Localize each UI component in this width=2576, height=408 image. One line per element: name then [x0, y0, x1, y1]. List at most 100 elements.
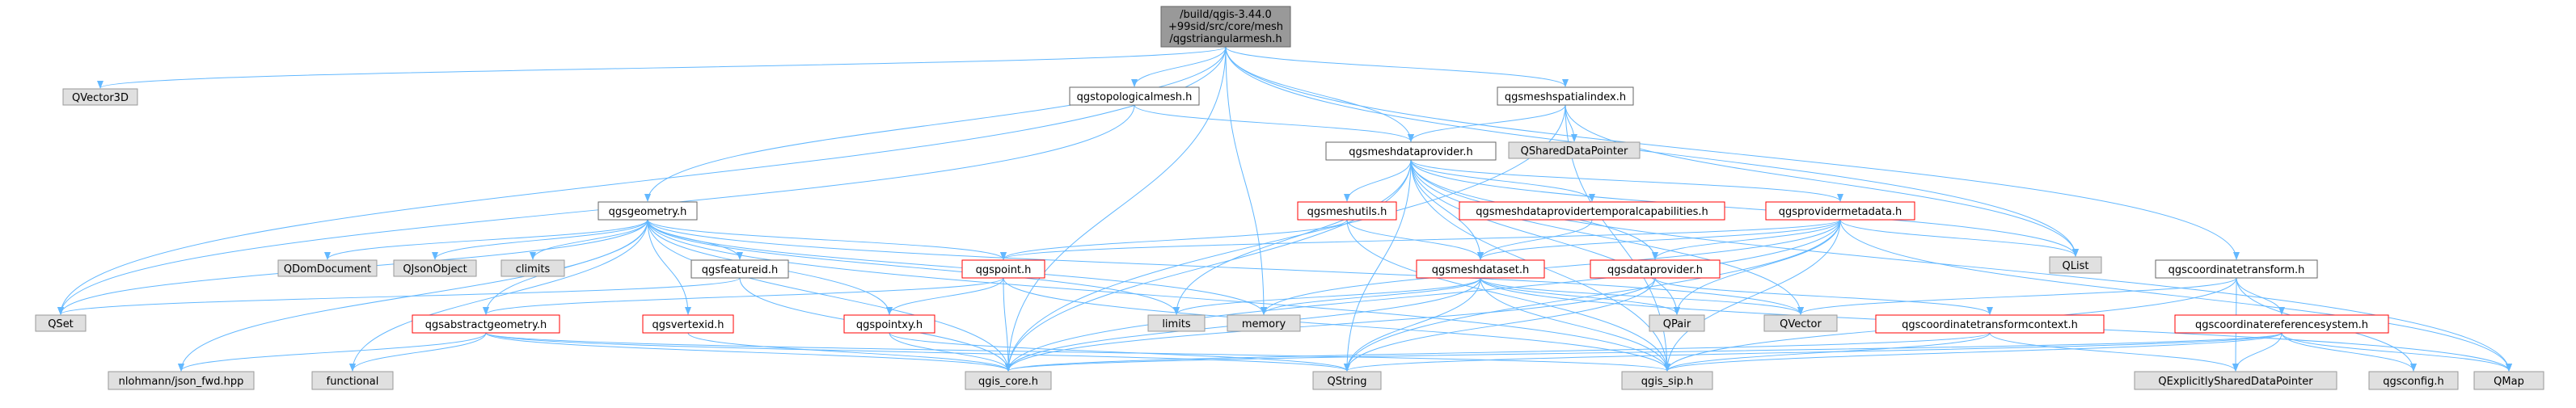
node-qvector3d: QVector3D	[62, 88, 138, 106]
node-box	[2473, 371, 2544, 390]
node-qgscoordinatetransform[interactable]: qgscoordinatetransform.h	[2155, 259, 2318, 279]
edge-root-to-qset	[57, 46, 1227, 315]
node-label: qgsmeshutils.h	[1307, 206, 1387, 218]
node-label: QList	[2063, 260, 2089, 272]
node-label: QVector3D	[72, 92, 129, 104]
edge-qgsabstractgeometry-to-qstring	[485, 332, 1350, 372]
node-qgsgeometry[interactable]: qgsgeometry.h	[598, 201, 698, 221]
node-label: qgsgeometry.h	[609, 206, 687, 218]
edge-qgscoordinatetransformcontext-to-qgis_sip	[1664, 332, 1991, 372]
edge-qgscoordinatetransform-to-qgscoordinatereferencesystem	[2236, 277, 2285, 315]
edge-qgsmeshdataset-to-memory	[1261, 277, 1481, 315]
edge-qgsmeshdataset-to-qgis_sip	[1480, 277, 1670, 372]
node-qgsmeshtemporal[interactable]: qgsmeshdataprovidertemporalcapabilities.…	[1459, 201, 1725, 221]
node-qgscoordinatetransformcontext[interactable]: qgscoordinatetransformcontext.h	[1875, 314, 2105, 334]
node-label: QPair	[1663, 318, 1691, 330]
edge-qgscoordinatereferencesystem-to-qstring	[1344, 332, 2283, 372]
edge-qgsgeometry-to-limits	[647, 219, 1180, 315]
edge-qgsvertexid-to-qgis_core	[687, 332, 1011, 372]
node-box	[35, 314, 87, 332]
root-label-line: /qgstriangularmesh.h	[1169, 33, 1282, 45]
edge-qgsgeometry-to-qgspoint	[647, 219, 1007, 260]
edge-qgsprovidermetadata-to-qgsdataprovider	[1652, 219, 1841, 260]
edge-qgsabstractgeometry-to-qgis_core	[485, 332, 1011, 372]
node-qgspoint[interactable]: qgspoint.h	[961, 259, 1045, 279]
node-label: qgis_core.h	[978, 376, 1038, 388]
root-label-line: /build/qgis-3.44.0	[1180, 9, 1272, 21]
node-qgstopologicalmesh[interactable]: qgstopologicalmesh.h	[1069, 86, 1200, 106]
node-qgspointxy[interactable]: qgspointxy.h	[843, 314, 935, 334]
node-label: qgsmeshdataset.h	[1432, 264, 1529, 276]
edge-root-to-qgscoordinatetransform	[1225, 46, 2240, 260]
edge-qgstopologicalmesh-to-qgsmeshdataprovider	[1134, 104, 1414, 142]
node-qexplicitly: QExplicitlySharedDataPointer	[2134, 371, 2337, 390]
node-label: QExplicitlySharedDataPointer	[2158, 376, 2313, 388]
node-qgsdataprovider[interactable]: qgsdataprovider.h	[1590, 259, 1721, 279]
edge-qgsmeshdataprovider-to-qlist	[1410, 159, 2079, 257]
node-qgsmeshdataset[interactable]: qgsmeshdataset.h	[1416, 259, 1545, 279]
node-label: qgscoordinatereferencesystem.h	[2195, 319, 2368, 331]
node-label: QMap	[2494, 376, 2524, 388]
node-box	[1160, 6, 1291, 48]
edge-qgsmeshdataprovider-to-qvector	[1410, 159, 1804, 315]
node-nlohmann: nlohmann/json_fwd.hpp	[108, 371, 255, 390]
node-box	[412, 314, 560, 334]
node-box	[500, 259, 565, 277]
edge-qgsprovidermetadata-to-qgspoint	[1000, 219, 1841, 260]
edge-qgstopologicalmesh-to-qset	[57, 104, 1135, 315]
node-label: qgsprovidermetadata.h	[1779, 206, 1902, 218]
node-qjsonobject: QJsonObject	[393, 259, 477, 277]
node-box	[1312, 371, 1382, 390]
node-label: qgsvertexid.h	[652, 319, 724, 331]
edge-qgsmeshtemporal-to-qgsmeshdataset	[1477, 219, 1593, 260]
edge-qgsprovidermetadata-to-qlist	[1839, 219, 2079, 257]
node-label: qgsdataprovider.h	[1607, 264, 1703, 276]
node-box	[62, 88, 138, 106]
edge-qgsmeshdataprovider-to-qgis_core	[1005, 159, 1412, 372]
node-label: climits	[516, 263, 551, 276]
node-box	[598, 201, 698, 221]
node-qgscoordinatereferencesystem[interactable]: qgscoordinatereferencesystem.h	[2174, 314, 2389, 334]
node-qshareddatapointer: QSharedDataPointer	[1508, 141, 1641, 159]
edge-qgsdataprovider-to-qgscoordinatetransformcontext	[1654, 277, 1993, 315]
edge-root-to-memory	[1225, 46, 1267, 315]
node-qgsmeshspatialindex[interactable]: qgsmeshspatialindex.h	[1497, 86, 1634, 106]
node-label: qgscoordinatetransform.h	[2168, 264, 2305, 276]
node-label: memory	[1242, 318, 1286, 330]
edge-qgspointxy-to-qstring	[889, 332, 1350, 372]
edge-qgsmeshspatialindex-to-qgsmeshdataprovider	[1408, 104, 1566, 142]
edge-qgscoordinatereferencesystem-to-qgis_sip	[1664, 332, 2283, 372]
node-box	[1147, 314, 1206, 332]
node-box	[1590, 259, 1721, 279]
node-qgsvertexid[interactable]: qgsvertexid.h	[642, 314, 734, 334]
edge-qgsgeometry-to-nlohmann	[178, 219, 648, 372]
node-qgsmeshutils[interactable]: qgsmeshutils.h	[1297, 201, 1397, 221]
node-qpair: QPair	[1649, 314, 1705, 332]
node-label: qgsconfig.h	[2383, 376, 2443, 388]
edge-qgsmeshdataprovider-to-limits	[1173, 159, 1412, 315]
node-label: qgsmeshdataprovider.h	[1349, 146, 1473, 158]
node-qgsmeshdataprovider[interactable]: qgsmeshdataprovider.h	[1325, 141, 1497, 161]
edge-qgsgeometry-to-qvector	[647, 219, 1804, 315]
node-box	[1763, 314, 1838, 332]
edge-qgsdataprovider-to-qstring	[1344, 277, 1656, 372]
node-box	[2174, 314, 2389, 334]
node-box	[1325, 141, 1497, 161]
node-qset: QSet	[35, 314, 87, 332]
node-box	[393, 259, 477, 277]
node-qgsfeatureid[interactable]: qgsfeatureid.h	[690, 259, 789, 279]
node-box	[1227, 314, 1301, 332]
edge-qgsmeshdataset-to-qpair	[1480, 277, 1680, 315]
node-box	[108, 371, 255, 390]
node-qgsprovidermetadata[interactable]: qgsprovidermetadata.h	[1765, 201, 1915, 221]
edge-qgspoint-to-qgspointxy	[886, 277, 1004, 315]
node-memory: memory	[1227, 314, 1301, 332]
node-root[interactable]: /build/qgis-3.44.0+99sid/src/core/mesh/q…	[1160, 6, 1291, 48]
node-qgsabstractgeometry[interactable]: qgsabstractgeometry.h	[412, 314, 560, 334]
node-box	[1297, 201, 1397, 221]
edge-root-to-qvector3d	[97, 46, 1227, 89]
node-qstring: QString	[1312, 371, 1382, 390]
node-qgis_core: qgis_core.h	[965, 371, 1052, 390]
node-label: QSharedDataPointer	[1521, 145, 1628, 158]
node-box	[277, 259, 378, 277]
